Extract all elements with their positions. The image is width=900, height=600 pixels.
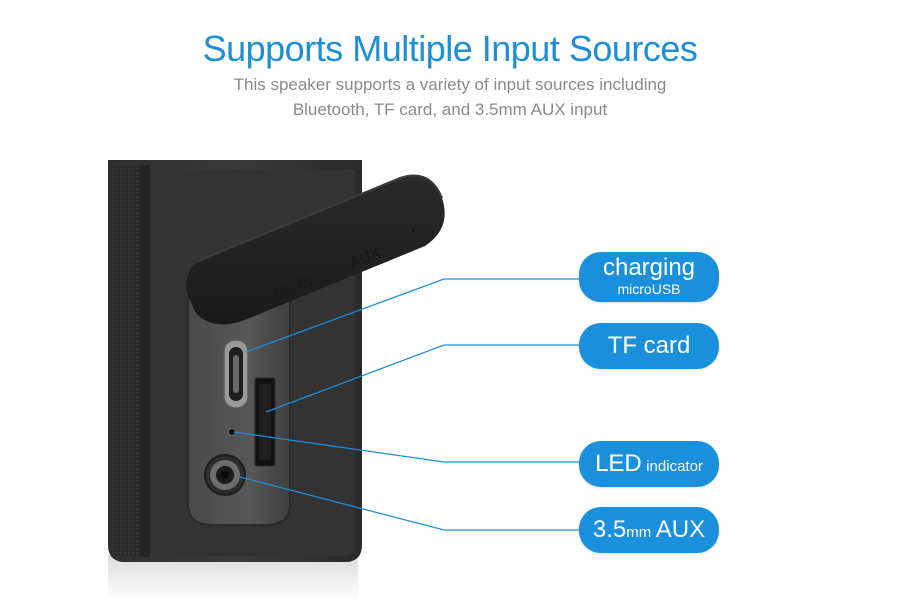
callout-aux-number: 3.5 (592, 516, 627, 543)
callout-aux-unit: mm (626, 524, 652, 541)
leader-line-charging (245, 278, 579, 353)
leader-line-led (233, 431, 579, 463)
page-title: Supports Multiple Input Sources (202, 28, 698, 69)
callout-tf-label: TF card (607, 332, 691, 359)
callout-tf-card: TF card (579, 323, 719, 369)
callout-led-label: LED (595, 450, 642, 477)
leader-line-tf (265, 344, 579, 413)
leader-lines (233, 278, 579, 531)
port-panel (187, 267, 291, 526)
callout-led: LED indicator (579, 441, 719, 487)
callout-led-sublabel: indicator (646, 458, 703, 475)
callout-charging-label: charging (602, 254, 696, 281)
subtitle-line-1: This speaker supports a variety of input… (233, 75, 667, 94)
callout-aux-label: AUX (655, 516, 706, 543)
callout-charging: charging microUSB (579, 252, 719, 302)
speaker-grille-fabric (112, 165, 140, 557)
callout-aux: 3.5mm AUX (579, 507, 719, 553)
floor-reflection (108, 555, 358, 600)
leader-line-aux (239, 476, 579, 531)
microusb-port (223, 339, 249, 409)
page-subtitle: This speaker supports a variety of input… (200, 72, 700, 122)
cover-arrow-icon (411, 227, 415, 235)
subtitle-line-2: Bluetooth, TF card, and 3.5mm AUX input (292, 100, 608, 119)
callout-charging-sublabel: microUSB (617, 281, 681, 297)
tf-card-slot (254, 377, 276, 467)
aux-jack (204, 454, 246, 496)
